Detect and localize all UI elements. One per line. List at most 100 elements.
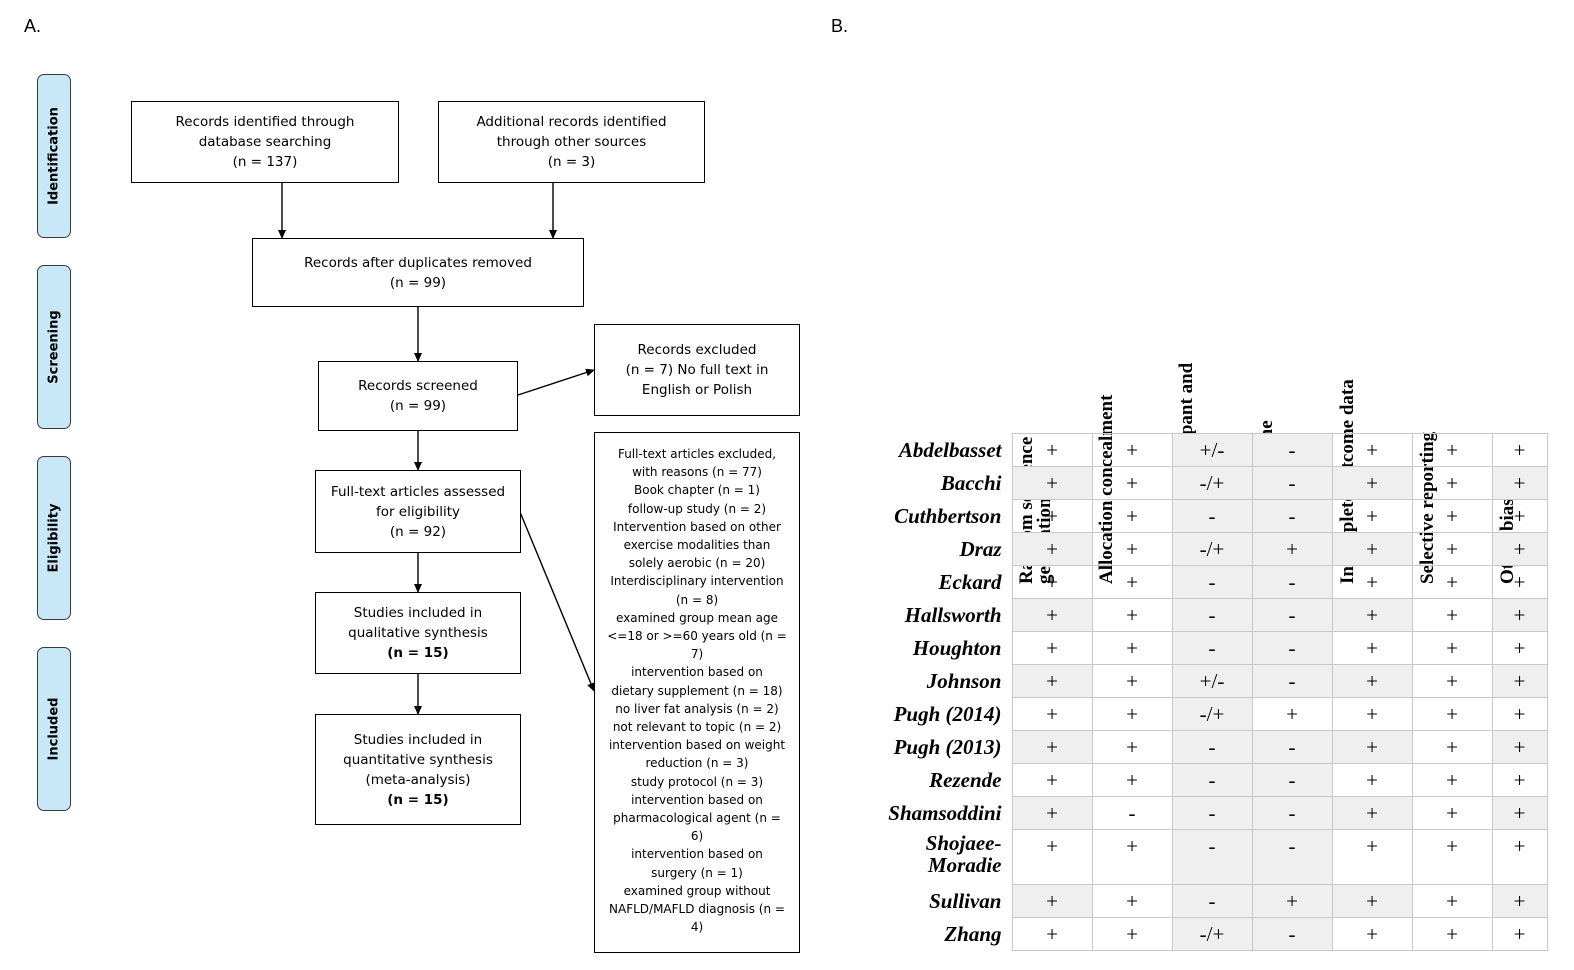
bias-rating-cell: + bbox=[1411, 763, 1493, 797]
bias-rating-cell: + bbox=[1091, 917, 1173, 951]
bias-rating-cell: + bbox=[1011, 631, 1093, 665]
bias-rating-cell: + bbox=[1331, 598, 1413, 632]
bias-rating-cell: + bbox=[1091, 499, 1173, 533]
box-line: quantitative synthesis bbox=[343, 751, 493, 768]
exclusion-reason-line: intervention based on bbox=[631, 792, 763, 807]
study-name: Eckard bbox=[868, 565, 1012, 599]
box-fulltext-assessed: Full-text articles assessed for eligibil… bbox=[315, 470, 521, 553]
exclusion-reason-line: (n = 8) bbox=[675, 592, 719, 607]
table-row: Rezende++--+++ bbox=[868, 763, 1548, 797]
box-line: Records after duplicates removed bbox=[304, 254, 532, 271]
exclusion-reason-line: with reasons (n = 77) bbox=[632, 465, 762, 480]
bias-rating-cell: - bbox=[1251, 499, 1333, 533]
exclusion-reason-line: 4) bbox=[690, 920, 704, 935]
bias-rating-cell: - bbox=[1171, 796, 1253, 830]
study-name: Sullivan bbox=[868, 884, 1012, 918]
box-qualitative-synthesis: Studies included in qualitative synthesi… bbox=[315, 592, 521, 674]
box-line: for eligibility bbox=[375, 503, 461, 520]
exclusion-reason-line: examined group mean age bbox=[616, 610, 778, 625]
box-line: Additional records identified bbox=[476, 114, 667, 130]
box-line: database searching bbox=[198, 134, 332, 150]
bias-rating-cell: - bbox=[1251, 829, 1333, 885]
bias-rating-cell: + bbox=[1331, 631, 1413, 665]
study-name: Abdelbasset bbox=[868, 433, 1012, 467]
exclusion-reason-line: dietary supplement (n = 18) bbox=[611, 683, 783, 698]
exclusion-reason-line: Full-text articles excluded, bbox=[617, 447, 777, 461]
bias-rating-cell: + bbox=[1331, 532, 1413, 566]
bias-rating-cell: + bbox=[1491, 763, 1548, 797]
bias-rating-cell: + bbox=[1331, 884, 1413, 918]
bias-rating-cell: + bbox=[1091, 466, 1173, 500]
bias-rating-cell: + bbox=[1411, 466, 1493, 500]
stage-screening: Screening bbox=[37, 265, 71, 429]
exclusion-reason-line: Intervention based on other bbox=[613, 519, 781, 534]
table-row: Johnson+++/--+++ bbox=[868, 664, 1548, 698]
bias-rating-cell: + bbox=[1011, 829, 1093, 885]
bias-rating-cell: + bbox=[1251, 532, 1333, 566]
bias-rating-cell: - bbox=[1171, 499, 1253, 533]
bias-rating-cell: - bbox=[1251, 763, 1333, 797]
box-line: English or Polish bbox=[641, 382, 753, 398]
bias-rating-cell: + bbox=[1011, 796, 1093, 830]
box-records-excluded: Records excluded (n = 7) No full text in… bbox=[594, 324, 800, 416]
bias-rating-cell: - bbox=[1171, 598, 1253, 632]
exclusion-reason-line: solely aerobic (n = 20) bbox=[628, 556, 766, 571]
bias-rating-cell: + bbox=[1091, 884, 1173, 918]
box-line: Records identified through bbox=[175, 114, 355, 130]
column-header-blinding-participant: Blinding of participant and personnel bbox=[1172, 200, 1252, 584]
bias-rating-cell: + bbox=[1331, 829, 1413, 885]
bias-rating-cell: + bbox=[1491, 565, 1548, 599]
table-row: Pugh (2014)++-/+++++ bbox=[868, 697, 1548, 731]
exclusion-reason-line: Book chapter (n = 1) bbox=[634, 483, 760, 498]
bias-rating-cell: + bbox=[1331, 697, 1413, 731]
bias-rating-cell: - bbox=[1251, 565, 1333, 599]
box-records-identified-database: Records identified through database sear… bbox=[131, 101, 399, 183]
bias-rating-cell: -/+ bbox=[1171, 532, 1253, 566]
study-name: Hallsworth bbox=[868, 598, 1012, 632]
column-header-allocation: Allocation concealment bbox=[1092, 200, 1172, 584]
panel-label-b: B. bbox=[831, 16, 849, 36]
exclusion-reason-line: no liver fat analysis (n = 2) bbox=[615, 701, 779, 716]
bias-rating-cell: - bbox=[1251, 796, 1333, 830]
exclusion-reason-line: NAFLD/MAFLD diagnosis (n = bbox=[609, 902, 785, 917]
bias-rating-cell: + bbox=[1411, 499, 1493, 533]
bias-rating-cell: + bbox=[1011, 598, 1093, 632]
bias-rating-cell: -/+ bbox=[1171, 917, 1253, 951]
table-row: Shamsoddini+---+++ bbox=[868, 796, 1548, 830]
bias-rating-cell: + bbox=[1091, 730, 1173, 764]
column-header-selective-reporting: Selective reporting bbox=[1413, 200, 1493, 584]
bias-rating-cell: +/- bbox=[1171, 664, 1253, 698]
bias-rating-cell: - bbox=[1091, 796, 1173, 830]
bias-rating-cell: + bbox=[1491, 598, 1548, 632]
bias-rating-cell: + bbox=[1011, 730, 1093, 764]
exclusion-reason-line: <=18 or >=60 years old (n = bbox=[607, 629, 787, 644]
bias-rating-cell: + bbox=[1331, 796, 1413, 830]
table-row: Hallsworth++--+++ bbox=[868, 598, 1548, 632]
bias-rating-cell: - bbox=[1251, 730, 1333, 764]
bias-rating-cell: + bbox=[1411, 697, 1493, 731]
box-line: (n = 92) bbox=[389, 523, 447, 540]
bias-rating-cell: + bbox=[1411, 664, 1493, 698]
bias-rating-cell: + bbox=[1091, 829, 1173, 885]
exclusion-reason-line: pharmacological agent (n = bbox=[613, 811, 781, 826]
bias-rating-cell: -/+ bbox=[1171, 466, 1253, 500]
bias-rating-cell: +/- bbox=[1171, 433, 1253, 467]
stage-eligibility: Eligibility bbox=[37, 456, 71, 620]
bias-rating-cell: - bbox=[1251, 664, 1333, 698]
study-name: Zhang bbox=[868, 917, 1012, 951]
study-name: Cuthbertson bbox=[868, 499, 1012, 533]
box-line: Studies included in bbox=[353, 731, 483, 748]
risk-of-bias-table: Abdelbasset+++/--+++Bacchi++-/+-+++Cuthb… bbox=[868, 433, 1548, 951]
bias-rating-cell: + bbox=[1251, 697, 1333, 731]
bias-rating-cell: + bbox=[1331, 763, 1413, 797]
bias-rating-cell: + bbox=[1251, 884, 1333, 918]
bias-rating-cell: + bbox=[1011, 664, 1093, 698]
bias-rating-cell: - bbox=[1171, 884, 1253, 918]
study-name: Rezende bbox=[868, 763, 1012, 797]
box-line: Records screened bbox=[358, 378, 478, 394]
column-header-other-bias: Other bias bbox=[1493, 200, 1573, 584]
bias-rating-cell: + bbox=[1491, 532, 1548, 566]
bias-rating-cell: + bbox=[1331, 730, 1413, 764]
bias-rating-cell: + bbox=[1491, 631, 1548, 665]
bias-rating-cell: + bbox=[1331, 565, 1413, 599]
